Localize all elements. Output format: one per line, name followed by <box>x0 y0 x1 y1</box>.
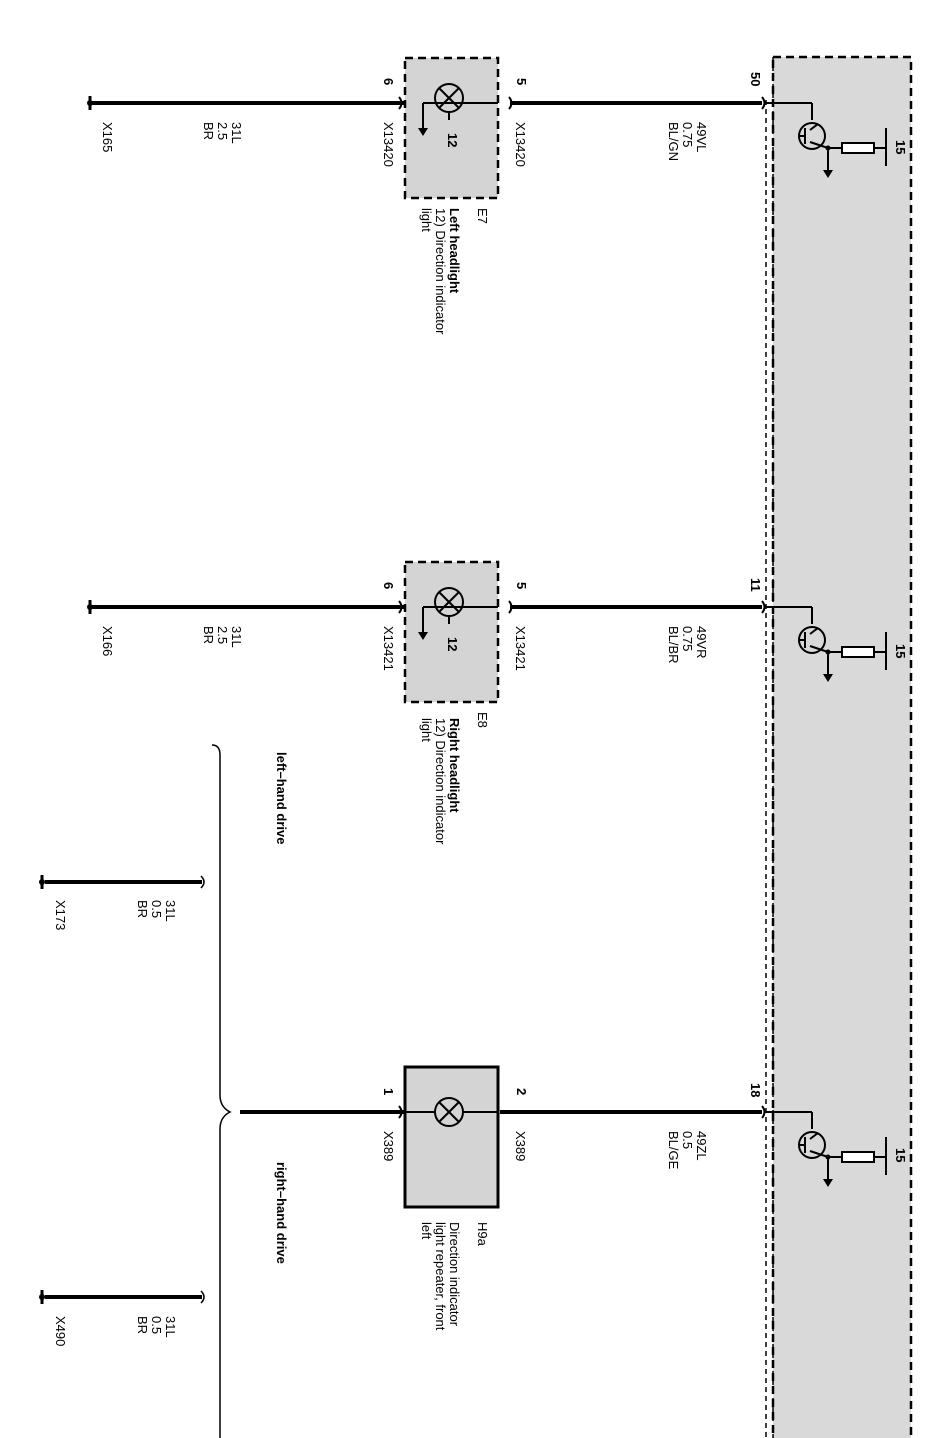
wire-color: BR <box>135 1316 150 1334</box>
transistor-stage-1 <box>766 102 887 178</box>
ground-wire-code: 31L <box>229 122 244 144</box>
wire-code: 49ZL <box>694 1131 709 1161</box>
wire-code: 31L <box>163 1316 178 1338</box>
pin-in: 2 <box>514 1088 529 1095</box>
wire-color: BR <box>135 900 150 918</box>
pin-out: 6 <box>381 78 396 85</box>
left-headlight-component <box>403 56 500 200</box>
control-unit-pin-11: 11 <box>748 578 763 592</box>
ground-wire-code: 31L <box>229 626 244 648</box>
ground-symbol <box>87 96 93 110</box>
bulb-number: 12 <box>445 637 460 651</box>
component-id: E8 <box>475 712 490 728</box>
component-desc-2: light <box>419 718 434 742</box>
pin-out: 6 <box>381 582 396 589</box>
control-unit-pin-18: 18 <box>748 1083 763 1097</box>
ground-symbol <box>87 600 93 614</box>
connector-in: X389 <box>513 1131 528 1161</box>
ground-symbol <box>39 875 45 889</box>
rhd-label: right–hand drive <box>274 1162 289 1264</box>
transistor-stage-3 <box>766 1111 887 1187</box>
lhd-label: left–hand drive <box>274 752 289 844</box>
supply-label-1: 15 <box>893 140 908 154</box>
component-desc-2: light <box>419 208 434 232</box>
repeater-circuit: 2 1 X389 X389 49ZL 0.5 BL/GE H9a Directi… <box>240 1065 766 1331</box>
ground-wire-color: BR <box>201 626 216 644</box>
wire-size: 0.75 <box>680 626 695 651</box>
ground-wire-color: BR <box>201 122 216 140</box>
component-name-3: left <box>419 1222 434 1240</box>
ground-point: X166 <box>100 626 115 656</box>
bulb-icon <box>405 1097 498 1127</box>
control-unit <box>765 55 913 1438</box>
supply-label-3: 15 <box>893 1148 908 1162</box>
component-name-2: light repeater, front <box>433 1222 448 1331</box>
pin-in: 5 <box>514 78 529 85</box>
pin-in: 5 <box>514 582 529 589</box>
connector-in: X13421 <box>513 626 528 671</box>
pin-out: 1 <box>381 1088 396 1095</box>
control-unit-box <box>771 55 913 1438</box>
connector-in: X13420 <box>513 122 528 167</box>
left-headlight-circuit: 5 6 12 X13420 X13420 49VL 0.75 BL/GN 31L… <box>87 56 766 335</box>
supply-label-2: 15 <box>893 644 908 658</box>
component-name: Right headlight <box>447 718 462 813</box>
repeater-component <box>403 1065 500 1209</box>
wire-size: 0.5 <box>680 1131 695 1149</box>
rhd-ground-circuit: 31L 0.5 BR X490 <box>39 1290 205 1346</box>
component-id: E7 <box>475 208 490 224</box>
wire-code: 49VR <box>694 626 709 659</box>
ground-symbol <box>39 1290 45 1304</box>
ground-wire-size: 2.5 <box>215 626 230 644</box>
ground-point: X173 <box>53 900 68 930</box>
ground-point: X165 <box>100 122 115 152</box>
wire-code: 49VL <box>694 122 709 152</box>
bulb-icon <box>422 587 498 632</box>
connector-out: X389 <box>381 1131 396 1161</box>
component-desc: 12) Direction indicator <box>433 718 448 845</box>
wire-size: 0.5 <box>149 1316 164 1334</box>
wire-color: BL/GN <box>666 122 681 161</box>
wire-color: BL/GE <box>666 1131 681 1170</box>
connector-out: X13420 <box>381 122 396 167</box>
bulb-number: 12 <box>445 133 460 147</box>
connector-out: X13421 <box>381 626 396 671</box>
control-unit-pin-50: 50 <box>748 72 763 86</box>
wire-size: 0.5 <box>149 900 164 918</box>
right-headlight-circuit: 5 6 12 X13421 X13421 49VR 0.75 BL/BR 31L… <box>87 560 766 845</box>
component-id: H9a <box>475 1222 490 1247</box>
ground-point: X490 <box>53 1316 68 1346</box>
wire-size: 0.75 <box>680 122 695 147</box>
transistor-stage-2 <box>766 606 887 682</box>
component-name: Direction indicator <box>447 1222 462 1327</box>
wire-code: 31L <box>163 900 178 922</box>
ground-wire-size: 2.5 <box>215 122 230 140</box>
drive-variant-bracket <box>211 744 232 1438</box>
lhd-ground-circuit: 31L 0.5 BR X173 <box>39 875 205 930</box>
component-name: Left headlight <box>447 208 462 294</box>
bulb-icon <box>422 83 498 128</box>
wire-color: BL/BR <box>666 626 681 664</box>
component-desc: 12) Direction indicator <box>433 208 448 335</box>
